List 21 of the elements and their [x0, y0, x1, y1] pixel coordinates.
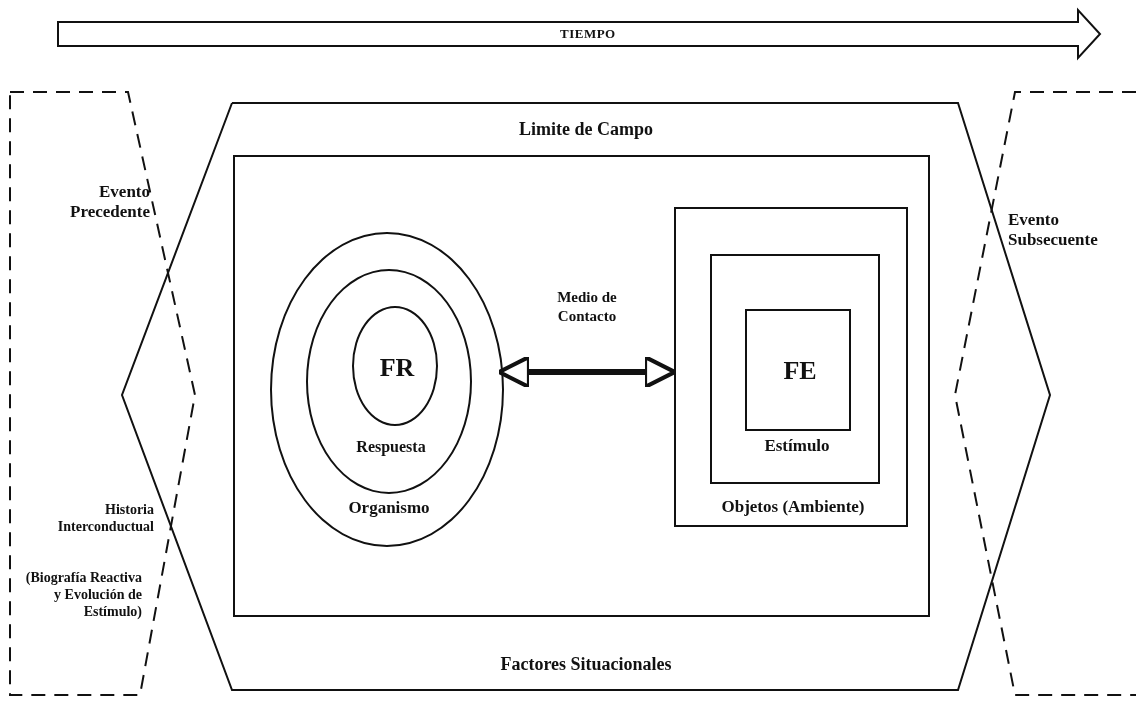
node-label: Respuesta: [355, 437, 427, 457]
subsequent-event-shape: [955, 92, 1136, 695]
node-label: Organismo: [347, 498, 431, 519]
event-label: Evento Precedente: [69, 182, 150, 223]
preceding-event-shape: [10, 92, 195, 695]
history-label: Historia Interconductual: [56, 502, 154, 536]
organism-ellipse: [270, 232, 504, 547]
history-note: (Biografía Reactiva y Evolución de Estímulo): [24, 570, 142, 621]
time-label: TIEMPO: [560, 26, 616, 42]
response-ellipse: [306, 269, 472, 494]
node-label: FR: [378, 352, 416, 384]
field-limit-label: Limite de Campo: [518, 119, 654, 141]
stimulus-function-rectangle: [745, 309, 851, 431]
response-function-ellipse: [352, 306, 438, 426]
situational-factors-label: Factores Situacionales: [499, 654, 673, 676]
node-label: Estímulo: [763, 436, 831, 457]
node-label: FE: [782, 355, 818, 387]
stimulus-rectangle: [710, 254, 880, 484]
event-label: Evento Subsecuente: [1008, 210, 1099, 251]
node-label: Objetos (Ambiente): [720, 497, 866, 518]
objects-rectangle: [674, 207, 908, 527]
